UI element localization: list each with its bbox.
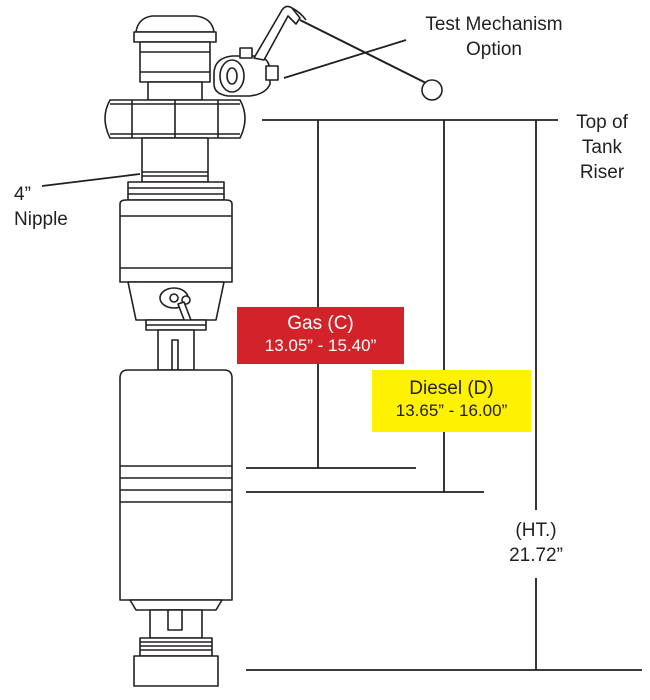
test-mechanism-leader bbox=[283, 39, 407, 79]
test-mechanism-line2: Option bbox=[466, 39, 522, 60]
nipple-label: 4” Nipple bbox=[14, 182, 68, 232]
height-value: 21.72” bbox=[509, 545, 563, 566]
top-line3: Riser bbox=[579, 162, 625, 183]
diesel-range-box: Diesel (D) 13.65” - 16.00” bbox=[372, 370, 531, 432]
gas-range: 13.05” - 15.40” bbox=[264, 336, 377, 355]
diesel-range: 13.65” - 16.00” bbox=[395, 401, 508, 420]
nipple-line2: Nipple bbox=[14, 209, 68, 230]
top-line1: Top of bbox=[576, 112, 628, 133]
height-label-text: (HT.) bbox=[515, 520, 557, 541]
nipple-leader bbox=[41, 173, 141, 187]
valve-stem bbox=[157, 329, 195, 371]
gas-title: Gas (C) bbox=[287, 313, 354, 334]
test-mechanism bbox=[213, 5, 443, 101]
nipple bbox=[127, 137, 225, 201]
height-label: (HT.) 21.72” bbox=[496, 518, 576, 568]
top-line2: Tank bbox=[581, 137, 623, 158]
gas-range-box: Gas (C) 13.05” - 15.40” bbox=[237, 307, 404, 364]
top-adaptor bbox=[133, 15, 217, 101]
test-mechanism-label: Test Mechanism Option bbox=[404, 12, 584, 62]
diesel-title: Diesel (D) bbox=[409, 378, 494, 399]
test-mechanism-line1: Test Mechanism bbox=[425, 14, 563, 35]
valve-body bbox=[119, 199, 233, 331]
nipple-line1: 4” bbox=[14, 184, 31, 205]
drop-tube bbox=[119, 369, 233, 687]
top-of-riser-label: Top of Tank Riser bbox=[562, 110, 642, 185]
coupling-nut bbox=[104, 99, 246, 139]
